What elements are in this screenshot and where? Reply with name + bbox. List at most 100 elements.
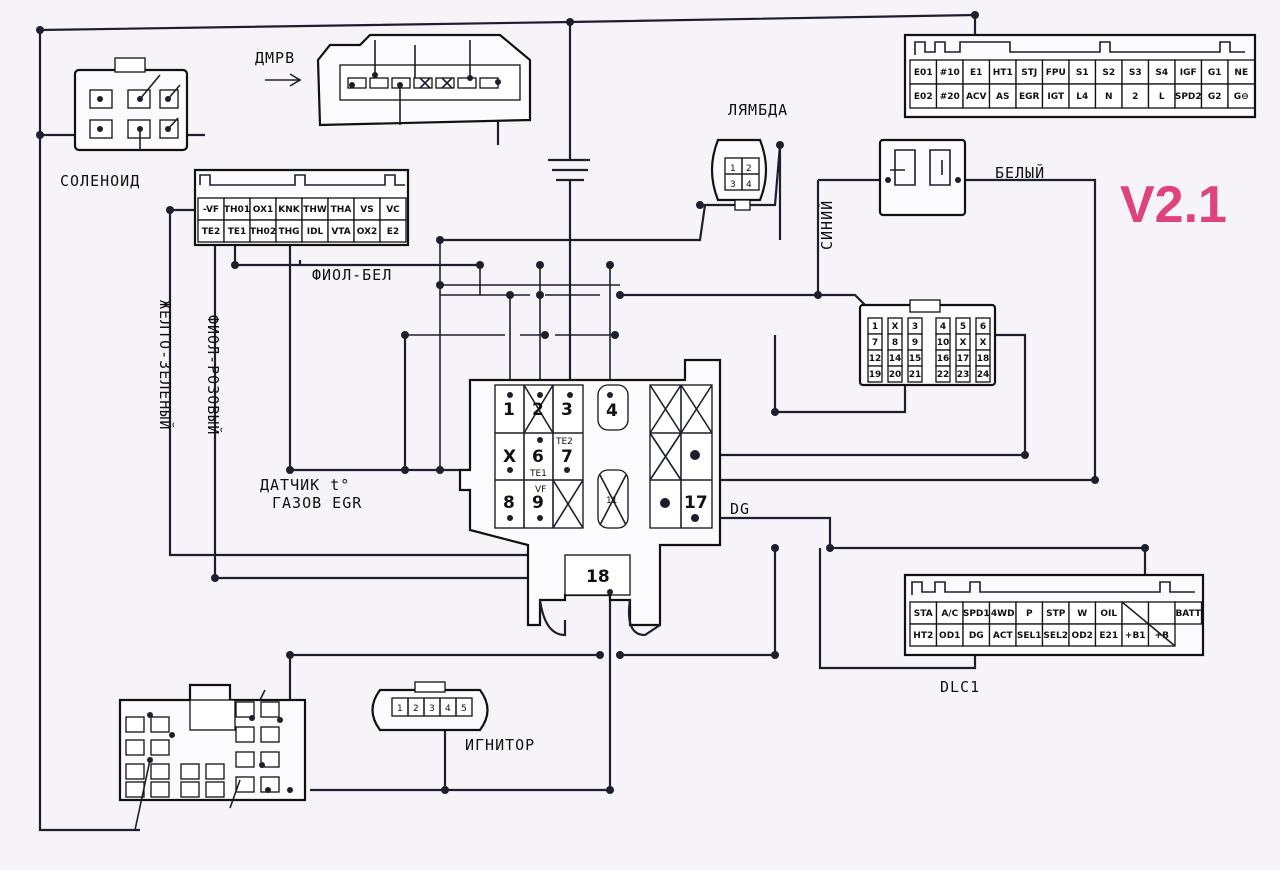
lambda-pin-1: 1 bbox=[730, 164, 736, 174]
center-pin-18: 18 bbox=[586, 567, 610, 587]
arrow-icon bbox=[265, 73, 302, 87]
dlc-connector-pin-label: ACT bbox=[993, 631, 1014, 641]
ecu-connector-pin-label: IDL bbox=[307, 227, 324, 237]
dlc-connector-pin-label: E21 bbox=[1099, 631, 1118, 641]
wire-to-right-conn bbox=[620, 293, 881, 321]
top-connector-cell bbox=[962, 59, 991, 85]
bottom-left-connector-cell bbox=[150, 763, 170, 780]
center-label-te2: TE2 bbox=[555, 437, 573, 447]
dlc-connector-pin-label: A/C bbox=[941, 609, 958, 619]
lambda-pin-3: 3 bbox=[730, 180, 736, 190]
top-connector-pin-label: S1 bbox=[1076, 68, 1089, 78]
center-pin-3: 3 bbox=[561, 400, 573, 420]
wire-lambda-right bbox=[750, 144, 782, 240]
center-pin-8: 8 bbox=[503, 493, 515, 513]
top-connector-cell bbox=[1041, 59, 1070, 85]
top-connector-cell bbox=[1094, 83, 1123, 109]
top-connector-cell bbox=[1200, 83, 1229, 109]
dlc-connector-cell bbox=[1174, 601, 1203, 625]
top-connector-pin-label: E01 bbox=[914, 68, 933, 78]
bottom-left-connector-cell bbox=[150, 781, 170, 798]
bottom-left-connector-cell bbox=[125, 716, 145, 733]
top-connector-cell bbox=[909, 83, 938, 109]
label-dlc1: DLC1 bbox=[940, 678, 980, 696]
right-connector-pin-label: X bbox=[892, 322, 899, 332]
center-pin-17: 17 bbox=[684, 493, 708, 513]
top-connector-pin-label: E02 bbox=[914, 92, 933, 102]
top-connector-pin-label: ACV bbox=[966, 92, 987, 102]
top-connector-pin-label: FPU bbox=[1046, 68, 1066, 78]
dlc-connector-pin-label: 4WD bbox=[991, 609, 1015, 619]
top-connector-pin-label: SPD2 bbox=[1175, 92, 1202, 102]
bottom-left-connector-cell bbox=[125, 739, 145, 756]
top-connector-pin-label: #10 bbox=[940, 68, 960, 78]
center-pin-9: 9 bbox=[532, 493, 544, 513]
dmrv-connector bbox=[265, 33, 532, 127]
top-connector-pin-label: G2 bbox=[1208, 92, 1222, 102]
lambda-connector: 1 2 3 4 bbox=[710, 138, 768, 211]
top-connector-pin-label: STJ bbox=[1021, 68, 1037, 78]
bottom-left-connector-cell bbox=[260, 701, 280, 718]
top-connector-cell bbox=[1015, 83, 1044, 109]
dlc-connector-pin-label: OD1 bbox=[939, 631, 960, 641]
right-connector-pin-label: 9 bbox=[912, 338, 918, 348]
right-connector-pin-label: 19 bbox=[869, 370, 882, 380]
dlc-connector-pin-label: DG bbox=[969, 631, 984, 641]
label-egr-sensor-1: ДАТЧИК t° bbox=[260, 476, 350, 494]
right-connector-pin-label: X bbox=[980, 338, 987, 348]
ecu-connector-pin-label: THW bbox=[303, 205, 327, 215]
ecu-connector-pin-label: VC bbox=[386, 205, 400, 215]
ecu-connector-pin-label: -VF bbox=[203, 205, 219, 215]
top-connector-pin-label: N bbox=[1105, 92, 1113, 102]
ground-symbol bbox=[548, 158, 590, 182]
junction-dots bbox=[36, 11, 1149, 794]
right-connector-pin-label: 20 bbox=[889, 370, 902, 380]
right-connector-pin-label: 5 bbox=[960, 322, 966, 332]
right-connector-cell bbox=[975, 365, 991, 383]
right-connector-pin-label: 10 bbox=[937, 338, 950, 348]
center-pin-7: 7 bbox=[561, 447, 573, 467]
label-white: БЕЛЫЙ bbox=[995, 163, 1045, 182]
igniter-pin-5: 5 bbox=[461, 704, 467, 714]
dlc-connector-pin-label: W bbox=[1077, 609, 1087, 619]
right-connector-pin-label: 16 bbox=[937, 354, 950, 364]
right-connector-pin-label: 7 bbox=[872, 338, 878, 348]
dlc-connector-pin-label: STA bbox=[914, 609, 933, 619]
bottom-left-connector-cell bbox=[180, 763, 200, 780]
bottom-left-connector-cell bbox=[260, 751, 280, 768]
label-igniter: ИГНИТОР bbox=[465, 736, 535, 754]
top-connector-cell bbox=[1147, 83, 1176, 109]
label-violet-pink: ФИОЛ-РОЗОВЫЙ bbox=[204, 315, 223, 435]
top-connector-cell bbox=[1041, 83, 1070, 109]
right-connector-pin-label: 23 bbox=[957, 370, 970, 380]
label-blue: СИНИЙ bbox=[817, 200, 836, 250]
label-dmrv: ДМРВ bbox=[255, 49, 295, 67]
ecu-connector-pin-label: OX1 bbox=[253, 205, 274, 215]
right-connector-cell bbox=[935, 365, 951, 383]
right-connector-pin-label: 17 bbox=[957, 354, 970, 364]
center-pin-1: 1 bbox=[503, 400, 515, 420]
dlc-connector-pin-label: HT2 bbox=[913, 631, 933, 641]
dlc-connector-pin-label: SEL1 bbox=[1017, 631, 1042, 641]
top-connector-cell bbox=[1068, 83, 1097, 109]
bottom-left-connector bbox=[118, 683, 307, 831]
dlc-connector-pin-label: OD2 bbox=[1072, 631, 1093, 641]
right-connector-pin-label: 4 bbox=[940, 322, 946, 332]
label-egr-sensor-2: ГАЗОВ EGR bbox=[272, 494, 362, 512]
igniter-pin-1: 1 bbox=[397, 704, 403, 714]
dlc-connector-pin-label: STP bbox=[1046, 609, 1066, 619]
central-connector: 1 2 3 4 X 6 7 TE2 TE1 VF 8 9 11 17 18 bbox=[458, 358, 722, 637]
right-connector-pin-label: 3 bbox=[912, 322, 918, 332]
right-connector-pin-label: 22 bbox=[937, 370, 950, 380]
igniter-pin-2: 2 bbox=[413, 704, 419, 714]
bottom-left-connector-cell bbox=[205, 781, 225, 798]
wire-lambda-left bbox=[440, 203, 735, 242]
top-connector-pin-label: S3 bbox=[1129, 68, 1142, 78]
right-connector-cell bbox=[867, 365, 883, 383]
